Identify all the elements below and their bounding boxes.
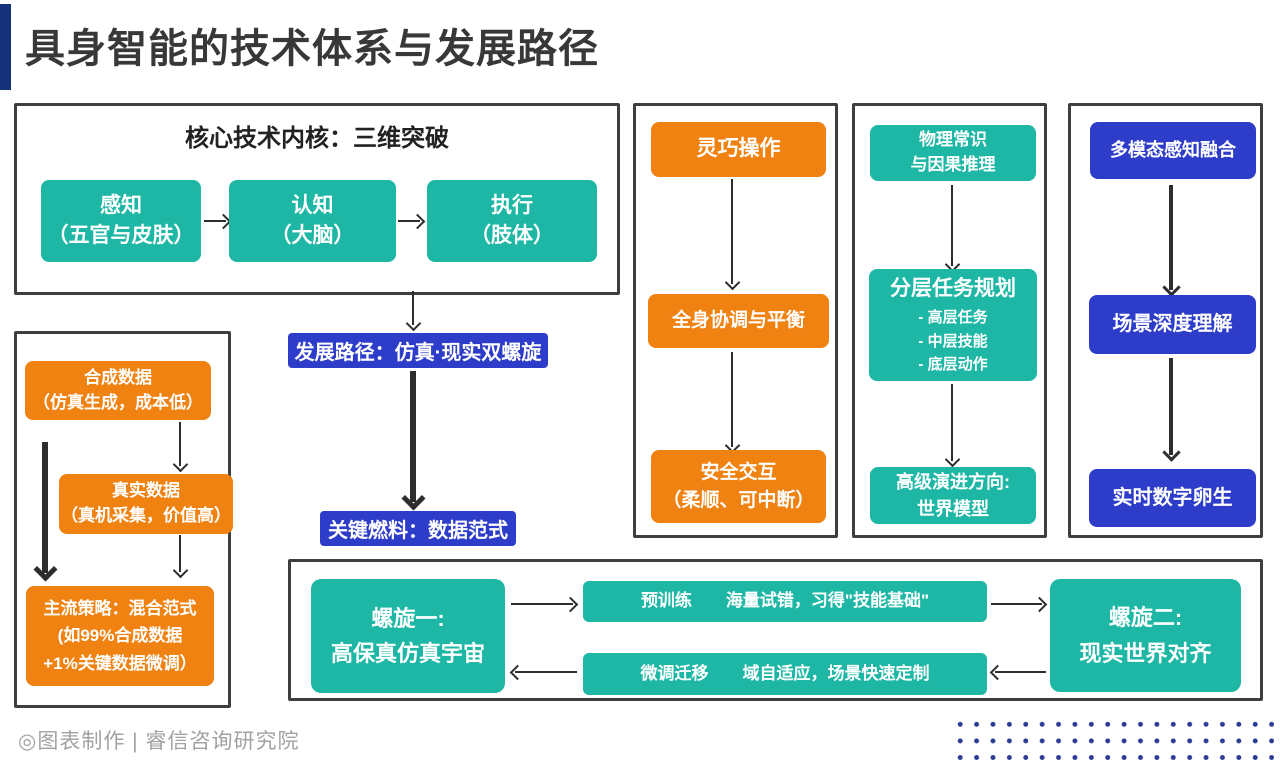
spiral-panel: 螺旋一: 高保真仿真宇宙 预训练 海量试错，习得"技能基础" 螺旋二: 现实世界… [288, 559, 1263, 701]
core-tech-panel: 核心技术内核：三维突破 感知 （五官与皮肤） 认知 （大脑） 执行 （肢体） [14, 103, 620, 295]
node-realtime-digital-twin: 实时数字卵生 [1089, 469, 1256, 527]
node-line: 螺旋一: [371, 605, 445, 631]
node-line: 多模态感知融合 [1110, 140, 1236, 161]
node-scene-understanding: 场景深度理解 [1089, 295, 1256, 354]
node-line: 场景深度理解 [1112, 313, 1233, 335]
node-spiral-one: 螺旋一: 高保真仿真宇宙 [311, 579, 505, 693]
node-line: 高级演进方向: [896, 472, 1010, 493]
node-bullets: - 高层任务 - 中层技能 - 底层动作 [918, 306, 987, 376]
node-real-data: 真实数据 （真机采集，价值高） [59, 474, 233, 534]
node-line: 全身协调与平衡 [671, 310, 805, 332]
node-line: （大脑） [270, 224, 355, 247]
node-safe-interaction: 安全交互 （柔顺、可中断） [651, 450, 826, 523]
node-line: 世界模型 [917, 498, 989, 519]
arrow-right-icon [511, 592, 579, 616]
node-cognition: 认知 （大脑） [229, 180, 396, 262]
node-line: （柔顺、可中断） [662, 489, 815, 511]
node-line: 高保真仿真宇宙 [330, 641, 485, 666]
node-line: 感知 [100, 193, 142, 217]
arrow-down-icon [403, 291, 423, 332]
arrow-left-icon [509, 660, 577, 684]
development-path-label: 发展路径：仿真·现实双螺旋 [288, 333, 548, 368]
planning-column-panel: 物理常识 与因果推理 分层任务规划 - 高层任务 - 中层技能 - 底层动作 高… [852, 103, 1047, 538]
operation-column-panel: 灵巧操作 全身协调与平衡 安全交互 （柔顺、可中断） [633, 103, 838, 538]
node-line: （真机采集，价值高） [61, 506, 231, 525]
data-paradigm-panel: 合成数据 （仿真生成，成本低） 真实数据 （真机采集，价值高） 主流策略：混合范… [14, 331, 233, 708]
node-line: （肢体） [470, 224, 554, 247]
node-line: 现实世界对齐 [1079, 640, 1212, 666]
node-whole-body-balance: 全身协调与平衡 [648, 294, 829, 348]
node-line: (如99%合成数据 [57, 626, 183, 646]
node-line: +1%关键数据微调） [43, 653, 197, 673]
node-perception: 感知 （五官与皮肤） [41, 180, 201, 262]
arrow-down-icon [722, 179, 742, 291]
node-line: 微调迁移 域自适应，场景快速定制 [640, 663, 930, 683]
node-line: （仿真生成，成本低） [33, 392, 203, 412]
bullet-item: - 中层技能 [918, 332, 988, 350]
arrow-right-icon [991, 592, 1048, 616]
node-line: （五官与皮肤） [47, 224, 195, 247]
arrow-down-icon [1159, 185, 1183, 297]
node-line: 主流策略：混合范式 [43, 599, 197, 619]
arrow-right-icon [204, 209, 232, 233]
bullet-item: - 高层任务 [918, 309, 988, 327]
node-line: 实时数字卵生 [1112, 486, 1233, 509]
node-hybrid-strategy: 主流策略：混合范式 (如99%合成数据 +1%关键数据微调） [26, 586, 214, 686]
node-multimodal-fusion: 多模态感知融合 [1090, 122, 1256, 179]
node-line: 物理常识 [919, 130, 987, 150]
node-line: 灵巧操作 [696, 137, 781, 161]
arrow-down-icon [722, 352, 742, 454]
arrow-down-icon [170, 535, 190, 579]
page-title: 具身智能的技术体系与发展路径 [25, 27, 599, 71]
node-dexterous-manipulation: 灵巧操作 [651, 122, 826, 177]
perception-column-panel: 多模态感知融合 场景深度理解 实时数字卵生 [1068, 103, 1263, 538]
arrow-down-icon [32, 442, 58, 582]
node-hierarchical-planning: 分层任务规划 - 高层任务 - 中层技能 - 底层动作 [869, 269, 1037, 381]
core-panel-header: 核心技术内核：三维突破 [185, 125, 449, 152]
node-spiral-two: 螺旋二: 现实世界对齐 [1050, 579, 1241, 692]
arrow-right-icon [398, 209, 426, 233]
node-line: 执行 [491, 193, 533, 217]
node-title: 分层任务规划 [890, 276, 1016, 300]
arrow-down-icon [399, 371, 427, 511]
node-line: 合成数据 [84, 367, 152, 387]
node-line: 真实数据 [112, 481, 180, 501]
node-line: 螺旋二: [1108, 605, 1183, 631]
node-pretrain-bar: 预训练 海量试错，习得"技能基础" [583, 581, 987, 622]
node-finetune-bar: 微调迁移 域自适应，场景快速定制 [583, 653, 987, 695]
node-synthetic-data: 合成数据 （仿真生成，成本低） [25, 361, 211, 420]
arrow-down-icon [1159, 358, 1183, 462]
node-execution: 执行 （肢体） [427, 180, 597, 262]
node-line: 与因果推理 [910, 155, 996, 174]
bullet-item: - 底层动作 [918, 355, 988, 373]
arrow-down-icon [942, 185, 962, 273]
node-line: 安全交互 [700, 461, 777, 483]
arrow-down-icon [942, 384, 962, 468]
key-fuel-label: 关键燃料：数据范式 [320, 511, 516, 546]
node-line: 预训练 海量试错，习得"技能基础" [640, 591, 930, 611]
node-world-model: 高级演进方向: 世界模型 [870, 467, 1036, 524]
arrow-left-icon [989, 660, 1046, 684]
arrow-down-icon [170, 422, 190, 473]
node-line: 认知 [291, 193, 334, 217]
node-physics-commonsense: 物理常识 与因果推理 [870, 125, 1036, 181]
title-accent-bar [0, 4, 11, 90]
credit-text: ◎图表制作 | 睿信咨询研究院 [18, 730, 300, 753]
dot-grid-decoration [952, 716, 1274, 766]
